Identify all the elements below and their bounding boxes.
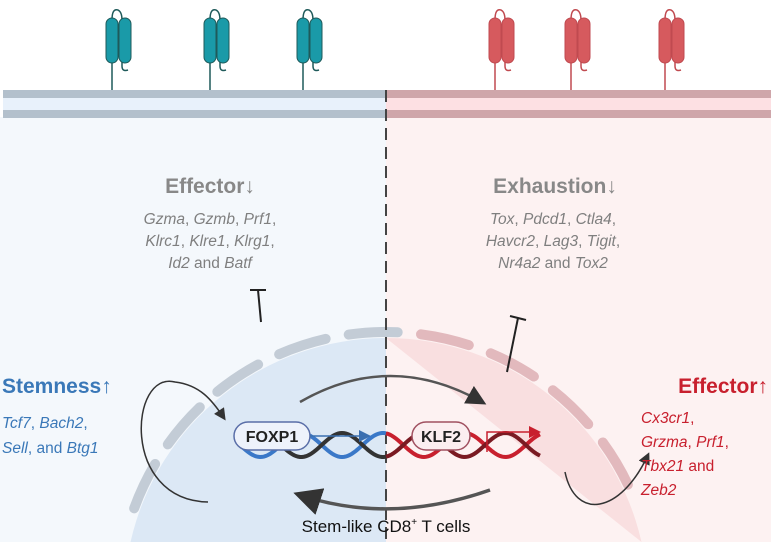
nuclear-envelope-segment bbox=[485, 348, 539, 382]
klf2-to-foxp1-arrow bbox=[293, 488, 491, 515]
svg-text:FOXP1: FOXP1 bbox=[246, 429, 299, 446]
teal-receptor bbox=[203, 8, 230, 90]
gene-line: Tox, Pdcd1, Ctla4, bbox=[490, 211, 616, 228]
nuclear-envelope-segment bbox=[547, 385, 594, 430]
klf2-factor: KLF2 bbox=[411, 421, 471, 451]
gene-line: Klrc1, Klre1, Klrg1, bbox=[145, 233, 274, 250]
gene-line: Nr4a2 and Tox2 bbox=[498, 255, 608, 272]
svg-text:KLF2: KLF2 bbox=[421, 429, 461, 446]
gene-line: Id2 and Batf bbox=[168, 255, 253, 272]
effector-up-heading: Effector↑ bbox=[678, 375, 768, 398]
gene-line: Gzma, Gzmb, Prf1, bbox=[144, 211, 277, 228]
gene-line: Tcf7, Bach2, bbox=[2, 415, 88, 432]
foxp1-factor: FOXP1 bbox=[233, 421, 311, 451]
nuclear-envelope-segment bbox=[162, 402, 205, 450]
teal-receptor bbox=[105, 8, 132, 90]
nuclear-envelope-segment bbox=[212, 359, 264, 397]
inhibition-exhaustion bbox=[506, 315, 527, 373]
gene-line: Cx3cr1, bbox=[641, 410, 694, 427]
nuclear-envelope-segment bbox=[129, 458, 161, 514]
nuclear-envelope-segment bbox=[597, 437, 633, 490]
gene-line: Grzma, Prf1, bbox=[641, 434, 729, 451]
inhibition-effector bbox=[250, 289, 266, 323]
cell-type-caption: Stem-like CD8+ T cells bbox=[302, 517, 471, 536]
nuclear-envelope-segment bbox=[343, 327, 403, 340]
stemness-gene-list: Tcf7, Bach2, Sell, and Btg1 bbox=[2, 415, 99, 457]
red-receptor bbox=[564, 8, 591, 90]
gene-line: Zeb2 bbox=[640, 482, 677, 499]
nuclear-envelope-segment bbox=[415, 329, 474, 351]
effector-gene-list: Gzma, Gzmb, Prf1, Klrc1, Klre1, Klrg1, Id2… bbox=[144, 211, 277, 272]
exhaustion-gene-list: Tox, Pdcd1, Ctla4, Havcr2, Lag3, Tigit, Nr… bbox=[486, 211, 620, 272]
gene-line: Havcr2, Lag3, Tigit, bbox=[486, 233, 620, 250]
nucleus-right-half bbox=[386, 338, 642, 542]
foxp1-to-klf2-arrow bbox=[299, 374, 487, 405]
gene-line: Tbx21 and bbox=[641, 458, 714, 475]
effector-loop-arrow bbox=[564, 452, 650, 506]
red-receptor bbox=[658, 8, 685, 90]
effector-down-heading: Effector↓ bbox=[165, 175, 255, 198]
teal-receptor bbox=[296, 8, 323, 90]
cell-membrane bbox=[3, 90, 771, 118]
stemness-up-heading: Stemness↑ bbox=[2, 375, 112, 398]
gene-line: Sell, and Btg1 bbox=[2, 440, 99, 457]
klf2-transcription-arrow bbox=[486, 426, 541, 452]
nuclear-envelope-segment bbox=[274, 333, 331, 360]
exhaustion-down-heading: Exhaustion↓ bbox=[493, 175, 617, 198]
red-receptor bbox=[488, 8, 515, 90]
stemness-loop-arrow bbox=[140, 380, 226, 503]
